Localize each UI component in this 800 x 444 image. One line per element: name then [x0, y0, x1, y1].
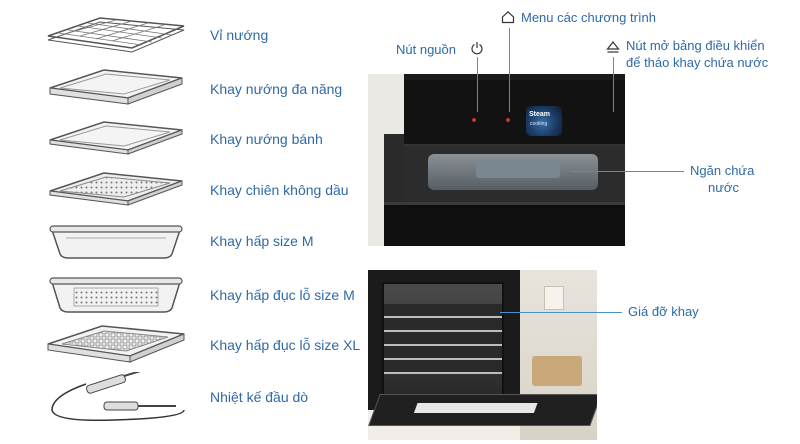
- accessory-label: Khay hấp size M: [210, 233, 314, 249]
- power-callout-line: [477, 57, 478, 112]
- accessory-label: Vỉ nướng: [210, 27, 269, 43]
- control-panel: Steam cooking: [404, 80, 625, 146]
- accessory-label: Khay nướng đa năng: [210, 81, 343, 97]
- accessory-label: Khay hấp đục lỗ size M: [210, 287, 355, 303]
- accessory-steam-container-m: Khay hấp size M: [0, 216, 370, 266]
- perforated-steam-container-m-icon: [49, 277, 183, 313]
- oven-interior-photo: [368, 270, 597, 440]
- accessory-label: Nhiệt kế đầu dò: [210, 389, 309, 405]
- panel-release-callout-line2: để tháo khay chứa nước: [626, 55, 769, 70]
- water-tank-callout-line1: Ngăn chứa: [690, 163, 755, 178]
- panel-release-callout-line1: Nút mở bảng điều khiển: [626, 38, 765, 53]
- air-fry-tray-icon: [49, 172, 183, 206]
- program-menu-callout: Menu các chương trình: [521, 10, 657, 25]
- home-icon: [501, 10, 515, 24]
- accessory-perforated-steam-container-xl: Khay hấp đục lỗ size XL: [0, 320, 370, 370]
- shelf-support-callout: Giá đỡ khay: [628, 304, 699, 319]
- accessory-air-fry-tray: Khay chiên không dầu: [0, 165, 370, 215]
- accessory-perforated-steam-container-m: Khay hấp đục lỗ size M: [0, 270, 370, 320]
- water-tank-callout-line: [570, 171, 684, 172]
- power-icon: [471, 42, 483, 55]
- menu-indicator-icon: [506, 118, 510, 122]
- accessory-meat-probe: Nhiệt kế đầu dò: [0, 372, 370, 422]
- accessory-label: Khay hấp đục lỗ size XL: [210, 337, 361, 353]
- power-button-callout: Nút nguồn: [396, 42, 456, 57]
- accessory-label: Khay nướng bánh: [210, 131, 323, 147]
- power-indicator-icon: [472, 118, 476, 122]
- display-mode-text: cooking: [530, 121, 548, 127]
- menu-callout-line: [509, 28, 510, 112]
- baking-tray-icon: [49, 121, 183, 155]
- accessory-baking-tray: Khay nướng bánh: [0, 114, 370, 164]
- oven-door: [368, 394, 597, 426]
- wire-rack-icon: [47, 17, 185, 53]
- universal-pan-icon: [49, 69, 183, 105]
- accessory-wire-rack: Vỉ nướng: [0, 10, 370, 60]
- water-tank-drawer: [404, 146, 625, 202]
- shelf-support-callout-line: [500, 312, 622, 313]
- accessory-universal-pan: Khay nướng đa năng: [0, 64, 370, 114]
- shelf-rails: [384, 304, 502, 374]
- accessory-label: Khay chiên không dầu: [210, 182, 349, 198]
- panel-release-callout-line: [613, 57, 614, 112]
- display-brand-text: Steam: [529, 111, 551, 118]
- oven-control-panel-photo: Steam cooking: [368, 74, 625, 246]
- meat-probe-icon: [51, 372, 185, 422]
- steam-container-m-icon: [49, 225, 183, 259]
- oven-display: Steam cooking: [526, 106, 562, 136]
- water-tank-callout-line2: nước: [708, 180, 739, 195]
- eject-icon: [606, 41, 620, 53]
- perforated-steam-container-xl-icon: [47, 325, 185, 363]
- oven-cavity: [382, 282, 504, 396]
